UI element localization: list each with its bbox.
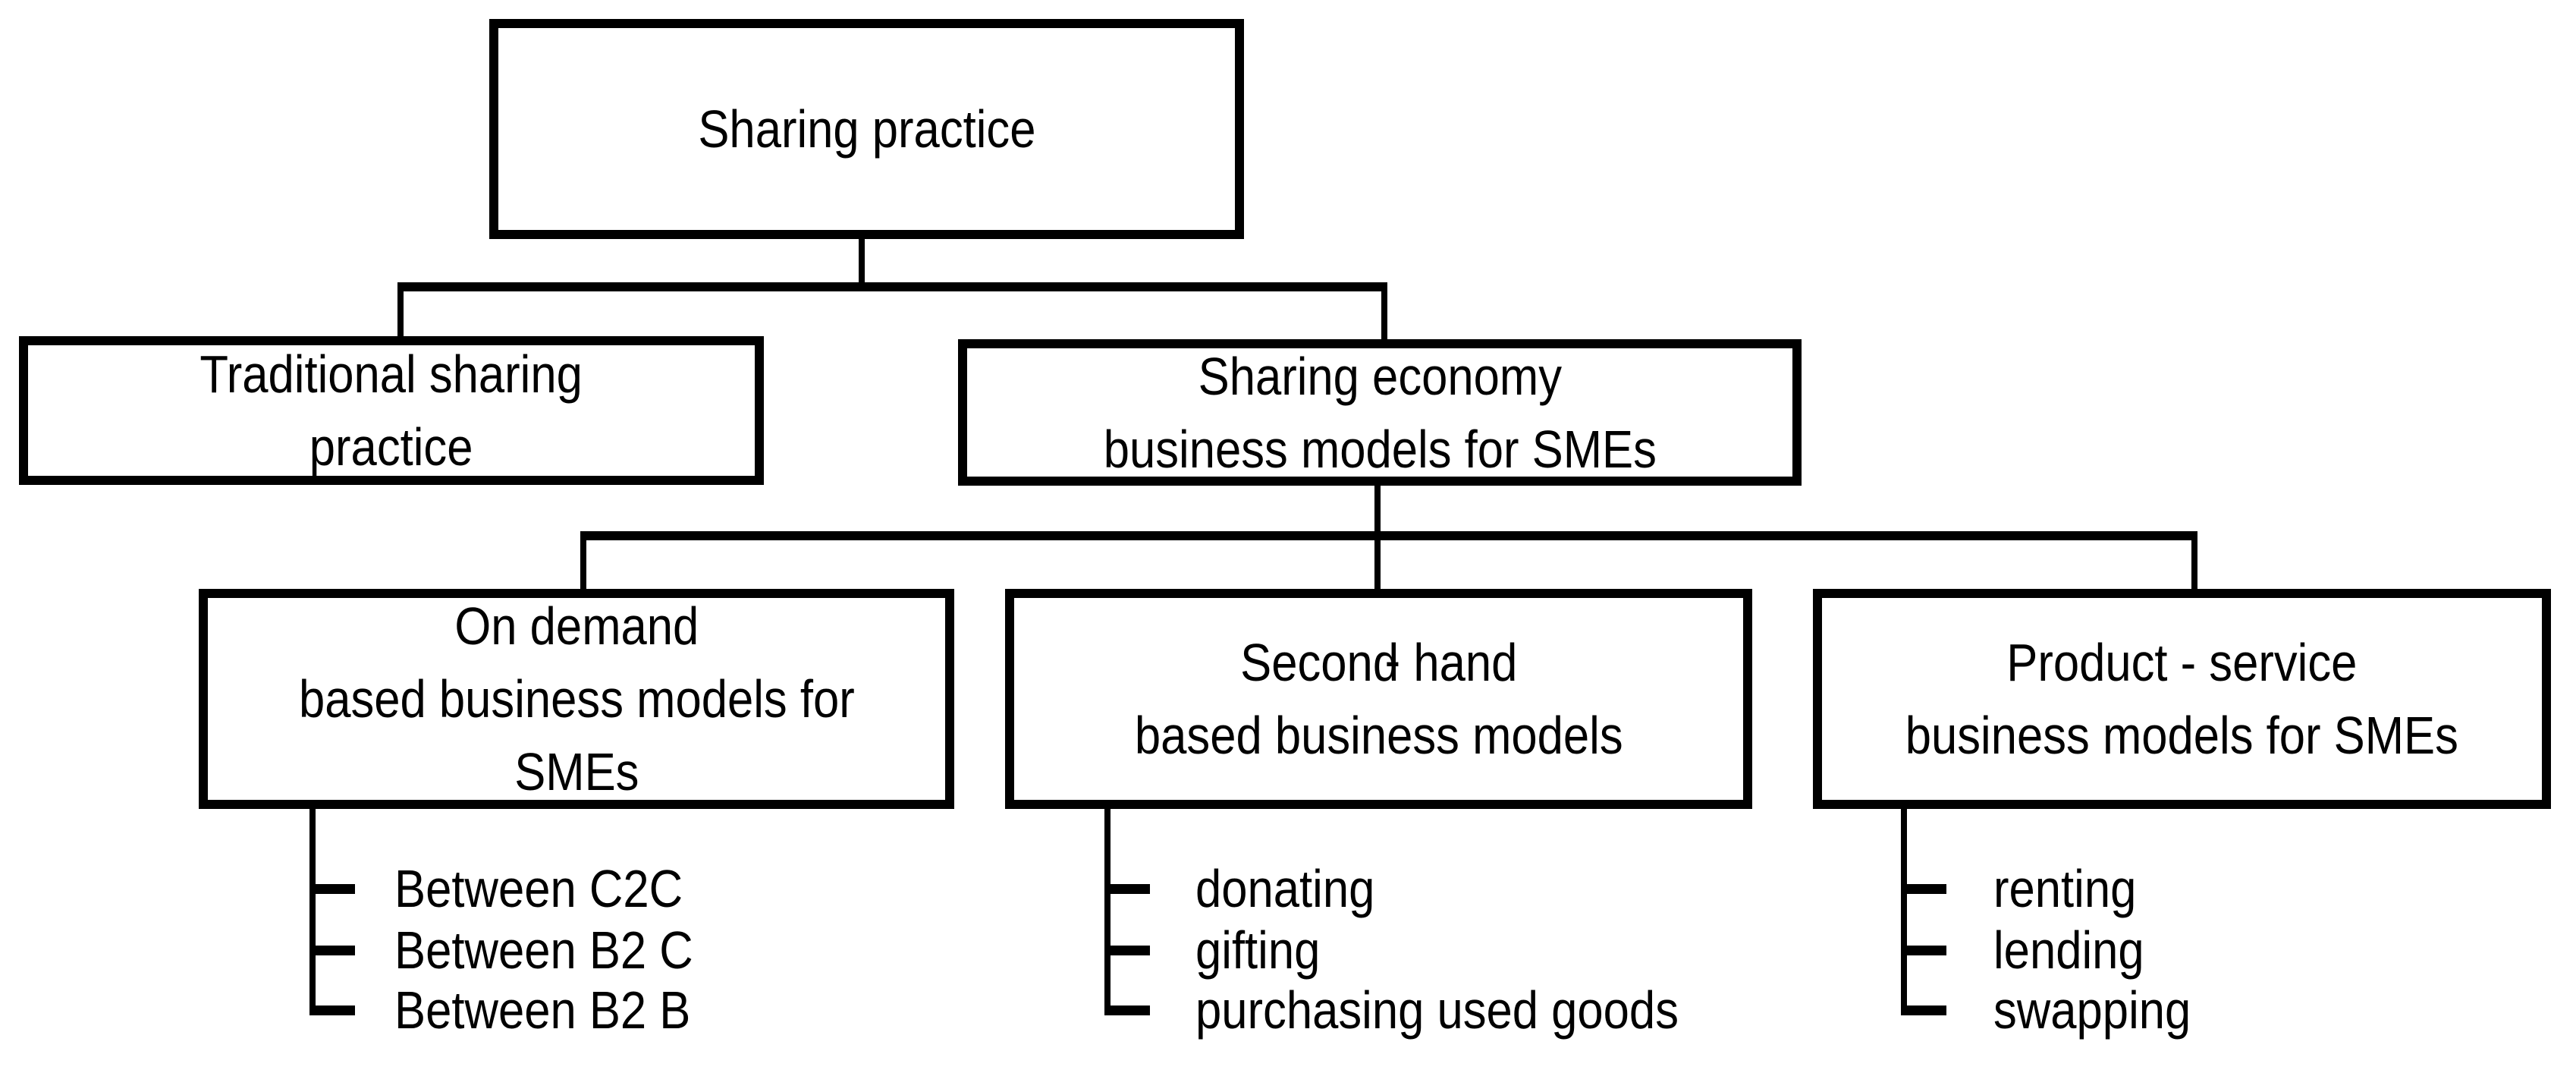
leaf-tick: [309, 946, 355, 955]
node-sharing-economy-business-models: Sharing economy business models for SMEs: [958, 339, 1802, 486]
node-sharing-practice: Sharing practice: [489, 19, 1244, 239]
label-line: Traditional sharing: [199, 345, 583, 404]
label-line: business models for SMEs: [1103, 419, 1657, 479]
label-line: based business models: [1134, 706, 1623, 765]
connector-drop-product-service: [2191, 536, 2197, 593]
connector-drop-second-hand: [1374, 536, 1381, 593]
leaf-item-between-b2c: Between B2 C: [394, 921, 693, 980]
node-second-hand-business-models-label: Second-hand based business models: [1135, 626, 1623, 772]
connector-drop-on-demand: [580, 536, 586, 593]
leaf-item-swapping: swapping: [1993, 980, 2191, 1040]
label-line: On demand: [454, 596, 699, 656]
label-line: based business models for: [298, 669, 855, 729]
node-second-hand-business-models: Second-hand based business models: [1005, 589, 1752, 809]
node-sharing-practice-label: Sharing practice: [697, 99, 1036, 159]
leaf-tick: [309, 1005, 355, 1015]
node-traditional-sharing-practice: Traditional sharing practice: [19, 336, 764, 485]
connector-level1-rail: [397, 282, 1387, 291]
leaf-item-between-c2c: Between C2C: [394, 859, 683, 918]
leaf-item-gifting: gifting: [1195, 921, 1321, 980]
connector-drop-traditional: [397, 287, 404, 341]
leaf-tick: [1104, 946, 1150, 955]
leaf-spine: [1104, 804, 1111, 1015]
label-line: SMEs: [514, 742, 639, 801]
leaf-tick: [1104, 884, 1150, 894]
node-product-service-business-models-label: Product - service business models for SM…: [1905, 626, 2458, 772]
leaf-item-between-b2b: Between B2 B: [394, 980, 691, 1040]
label-dash: -: [1384, 631, 1400, 691]
label-line: business models for SMEs: [1905, 706, 2459, 765]
connector-sharing-economy-stem: [1374, 478, 1381, 539]
leaf-tick: [1901, 884, 1946, 894]
label-line: Second-hand: [1135, 626, 1623, 699]
leaf-tick: [1104, 1005, 1150, 1015]
node-on-demand-business-models: On demand based business models for SMEs: [199, 589, 954, 809]
label-line: Sharing economy: [1198, 346, 1562, 406]
leaf-tick: [309, 884, 355, 894]
leaf-item-purchasing-used-goods: purchasing used goods: [1195, 980, 1679, 1040]
connector-drop-sharing-economy: [1381, 287, 1387, 345]
leaf-tick: [1901, 1005, 1946, 1015]
node-product-service-business-models: Product - service business models for SM…: [1813, 589, 2551, 809]
leaf-item-lending: lending: [1993, 921, 2144, 980]
connector-root-stem: [859, 228, 865, 291]
leaf-item-renting: renting: [1993, 859, 2137, 918]
node-sharing-economy-business-models-label: Sharing economy business models for SMEs: [1103, 340, 1656, 486]
leaf-tick: [1901, 946, 1946, 955]
connector-level2-rail: [580, 531, 2197, 540]
label-word: hand: [1413, 633, 1518, 692]
label-line: Product - service: [2006, 633, 2358, 692]
node-traditional-sharing-practice-label: Traditional sharing practice: [200, 338, 583, 483]
node-on-demand-business-models-label: On demand based business models for SMEs: [299, 590, 855, 808]
label-word: Second: [1239, 633, 1399, 692]
leaf-spine: [1901, 804, 1907, 1015]
leaf-item-donating: donating: [1195, 859, 1375, 918]
leaf-spine: [309, 804, 316, 1015]
label-line: practice: [309, 417, 473, 477]
